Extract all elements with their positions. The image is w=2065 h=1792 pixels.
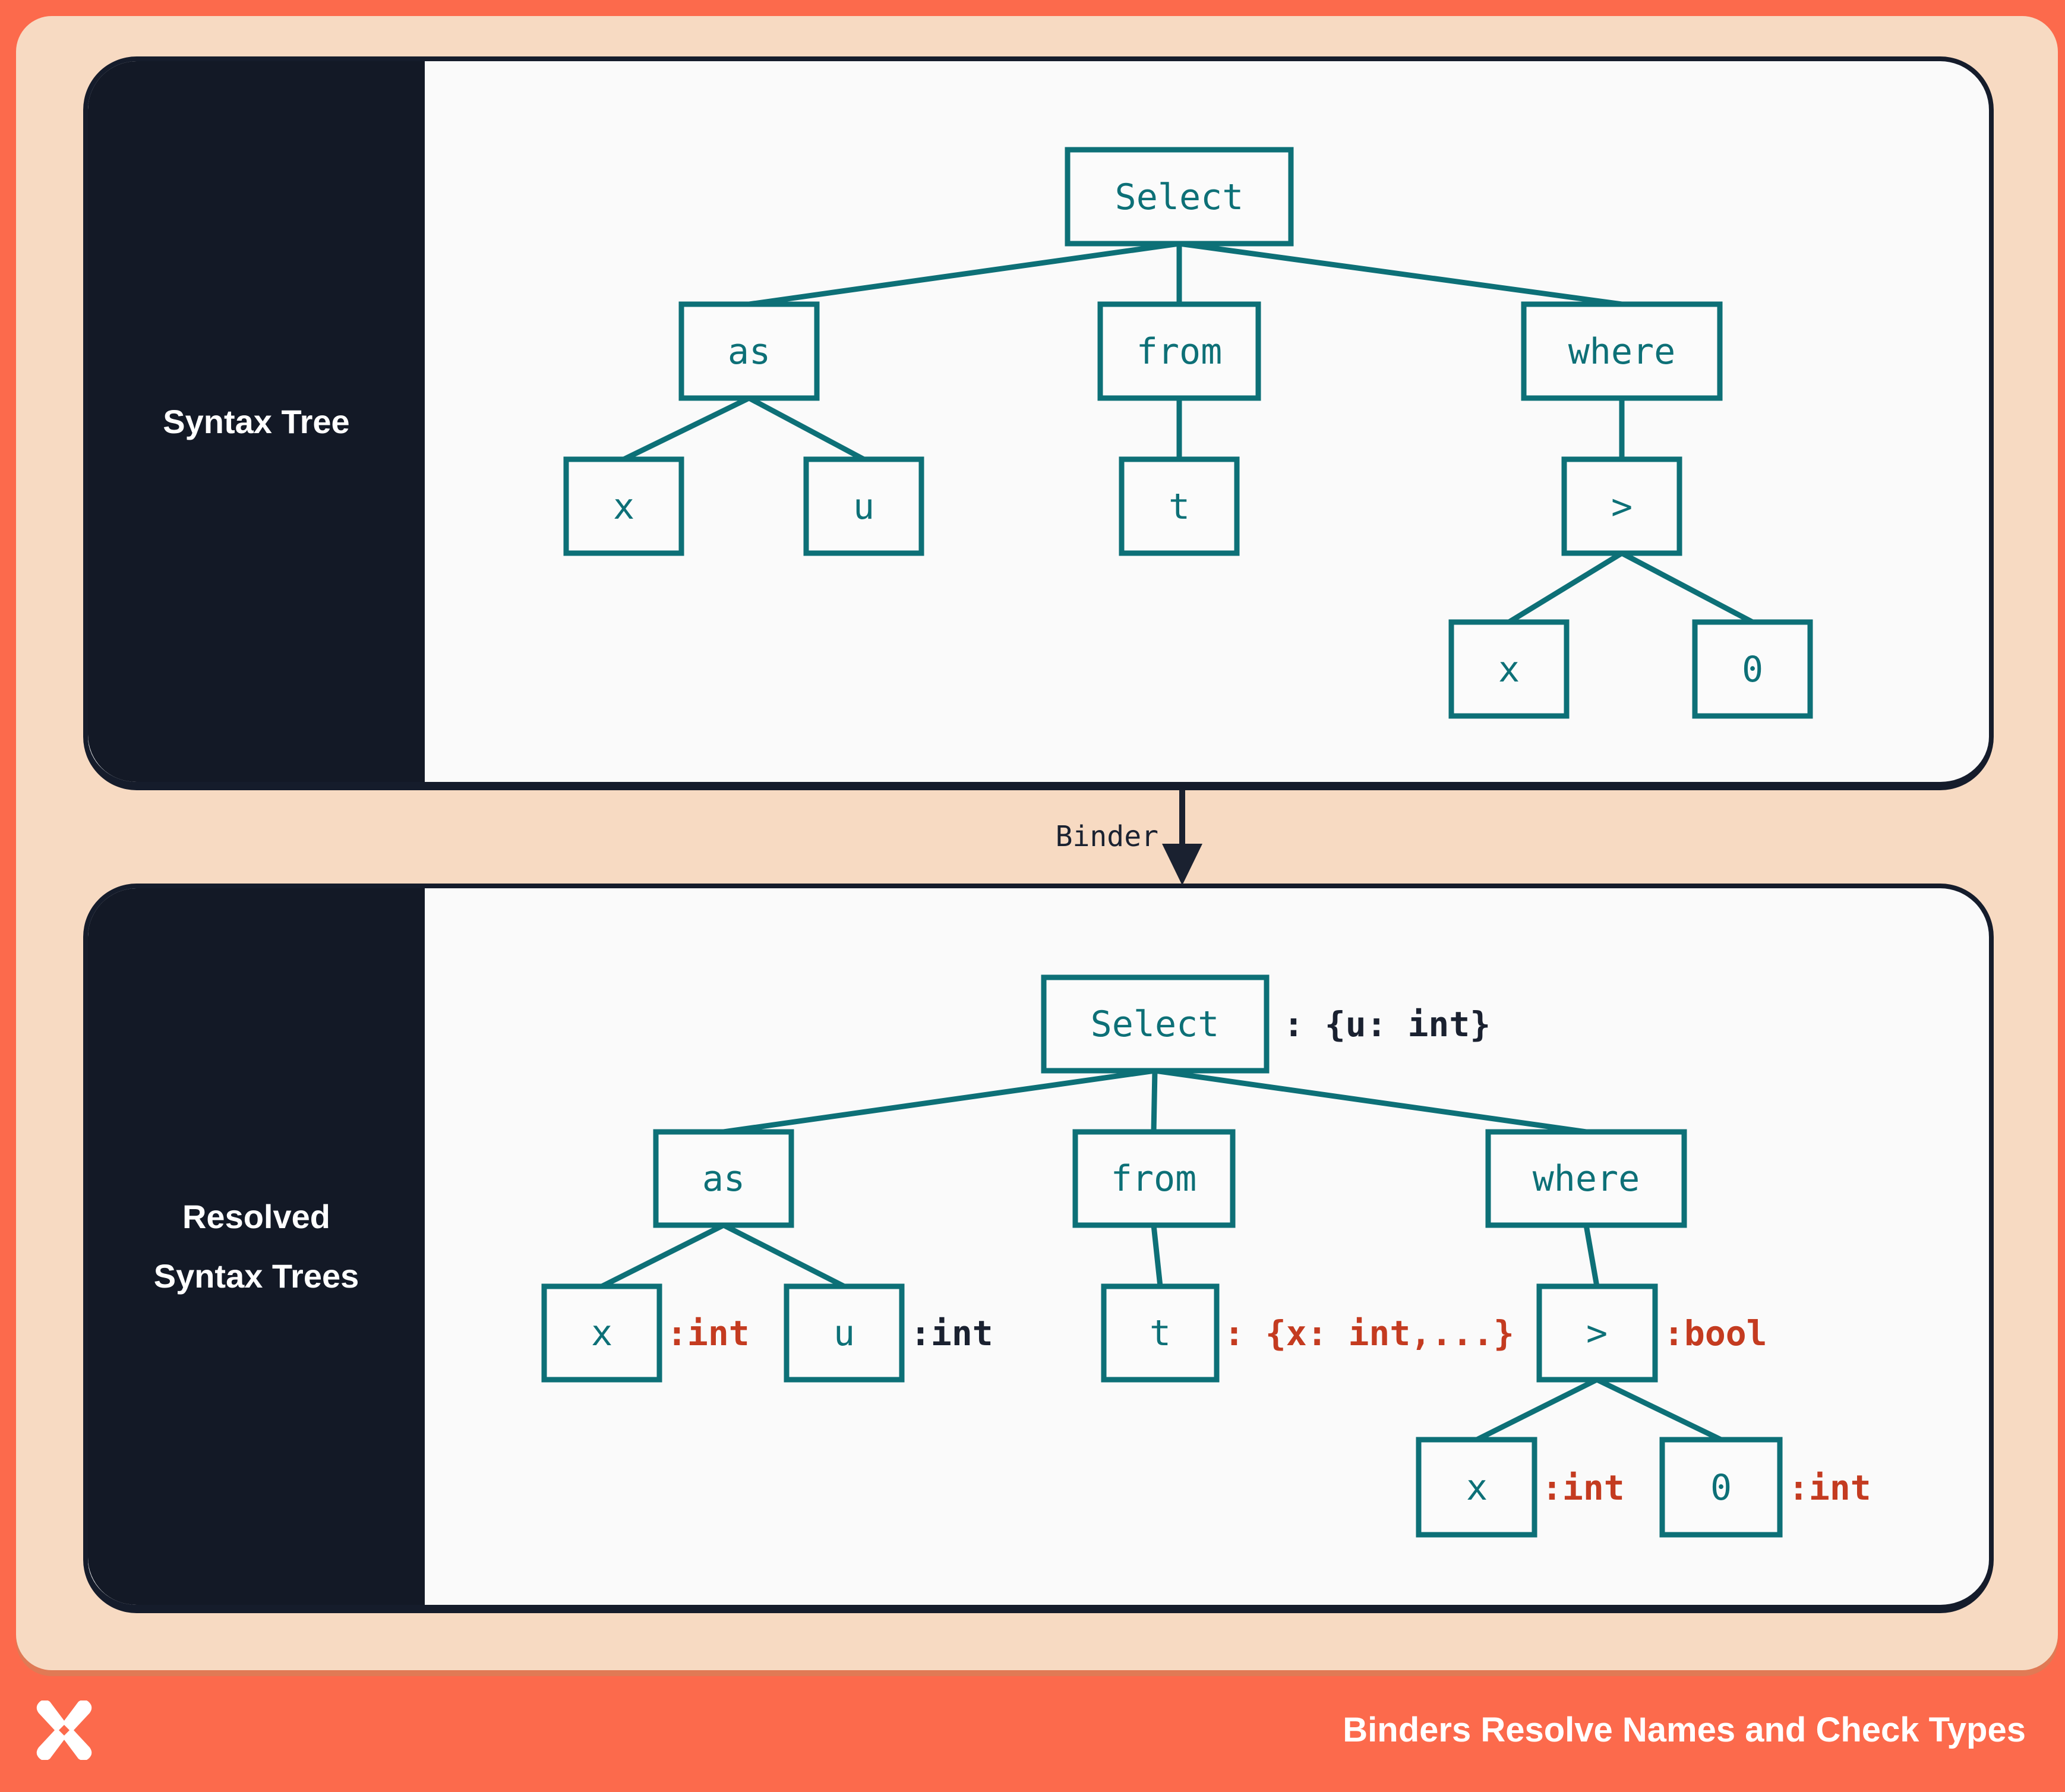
syntax-tree-sidebar: Syntax Tree: [88, 61, 425, 782]
resolved-syntax-trees-sidebar: Resolved Syntax Trees: [88, 888, 425, 1605]
panel-title-line2: Syntax Trees: [153, 1257, 359, 1295]
panel-title-line1: Resolved: [182, 1198, 330, 1235]
resolved-syntax-trees-panel: Resolved Syntax Trees: [83, 884, 1994, 1613]
footer-title: Binders Resolve Names and Check Types: [1343, 1711, 2026, 1749]
panel-title: Syntax Tree: [163, 402, 350, 440]
pinwheel-x-icon: [36, 1700, 92, 1760]
syntax-tree-panel: Syntax Tree: [83, 56, 1994, 790]
panel-title: Resolved Syntax Trees: [154, 1187, 359, 1306]
